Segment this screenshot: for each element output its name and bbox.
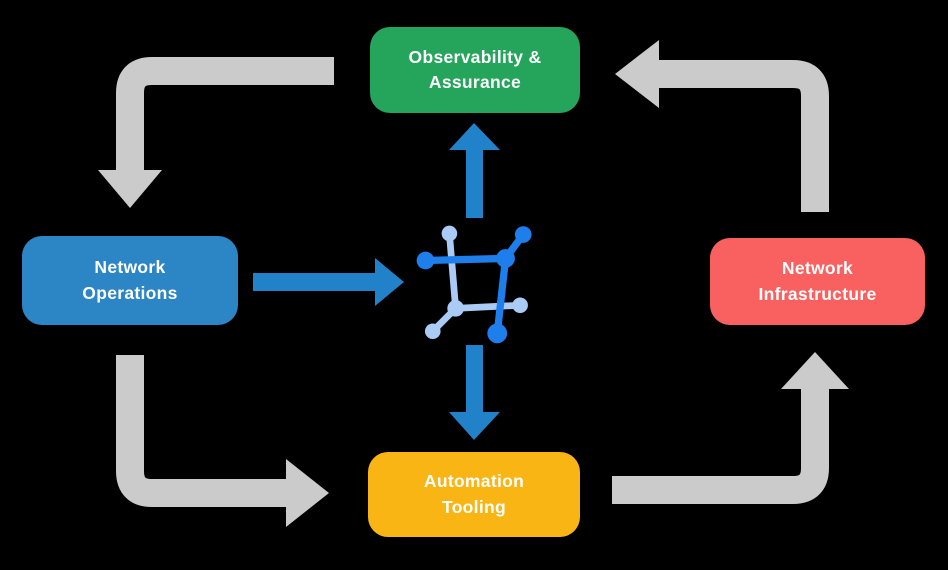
arrow-operations-to-center bbox=[253, 258, 404, 306]
node-label: Automation Tooling bbox=[423, 471, 525, 517]
arrow-head bbox=[286, 459, 329, 527]
icon-node bbox=[496, 249, 515, 268]
network-platform-icon bbox=[416, 225, 532, 344]
arrow-shaft bbox=[612, 388, 829, 504]
node-automation-tooling: Automation Tooling bbox=[368, 452, 580, 537]
icon-dark-group bbox=[416, 226, 532, 344]
icon-node bbox=[514, 226, 532, 243]
icon-node bbox=[424, 323, 441, 340]
icon-node bbox=[512, 297, 528, 314]
arrow-shaft bbox=[116, 355, 288, 507]
icon-node bbox=[447, 300, 464, 317]
arrow-shaft bbox=[657, 60, 829, 212]
node-network-infrastructure: Network Infrastructure bbox=[710, 238, 925, 325]
icon-line-left bbox=[446, 230, 460, 312]
icon-line-top bbox=[421, 254, 510, 265]
node-observability: Observability & Assurance bbox=[370, 27, 580, 113]
node-label: Network Operations bbox=[82, 257, 178, 303]
arrow-head bbox=[781, 352, 849, 389]
arrow-shaft bbox=[116, 57, 334, 172]
icon-node bbox=[416, 251, 435, 270]
icon-line-right bbox=[493, 254, 510, 337]
icon-line-bottom bbox=[452, 301, 524, 312]
node-label: Observability & Assurance bbox=[408, 46, 542, 92]
node-label: Network Infrastructure bbox=[758, 258, 877, 304]
arrow-observability-to-operations bbox=[98, 57, 334, 208]
icon-light-group bbox=[424, 225, 528, 340]
arrow-automation-to-infrastructure bbox=[612, 352, 849, 504]
arrow-head bbox=[615, 40, 659, 108]
arrow-center-to-automation bbox=[449, 345, 500, 440]
arrow-head bbox=[98, 170, 162, 208]
icon-node bbox=[487, 323, 508, 344]
arrow-center-to-observability bbox=[449, 123, 500, 218]
icon-node bbox=[441, 225, 458, 242]
node-network-operations: Network Operations bbox=[22, 236, 238, 325]
arrow-operations-to-automation bbox=[116, 355, 329, 527]
arrow-infrastructure-to-observability bbox=[615, 40, 829, 212]
